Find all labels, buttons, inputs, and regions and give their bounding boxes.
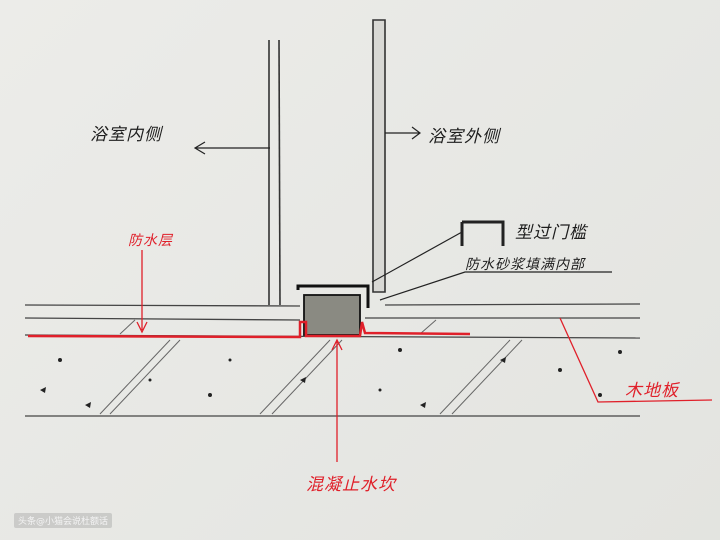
concrete-hatch (99, 319, 523, 415)
label-bathroom-inside: 浴室内侧 (90, 125, 162, 145)
left-wall (268, 39, 281, 306)
aggregate-dots (40, 348, 622, 408)
label-waterproof-layer: 防水层 (128, 233, 173, 249)
waterproof-membrane (27, 320, 471, 339)
label-bathroom-outside: 浴室外侧 (428, 127, 500, 147)
label-threshold: 型过门槛 (515, 223, 587, 243)
threshold-block (296, 284, 370, 336)
leader-lines (193, 126, 612, 301)
watermark: 头条@小猫会说杜额话 (14, 513, 113, 528)
right-wall (372, 19, 386, 293)
label-concrete-curb: 混凝止水坎 (306, 475, 396, 495)
label-mortar-fill: 防水砂浆填满内部 (465, 257, 585, 273)
red-leaders (136, 250, 713, 462)
label-wood-floor: 木地板 (625, 381, 679, 401)
